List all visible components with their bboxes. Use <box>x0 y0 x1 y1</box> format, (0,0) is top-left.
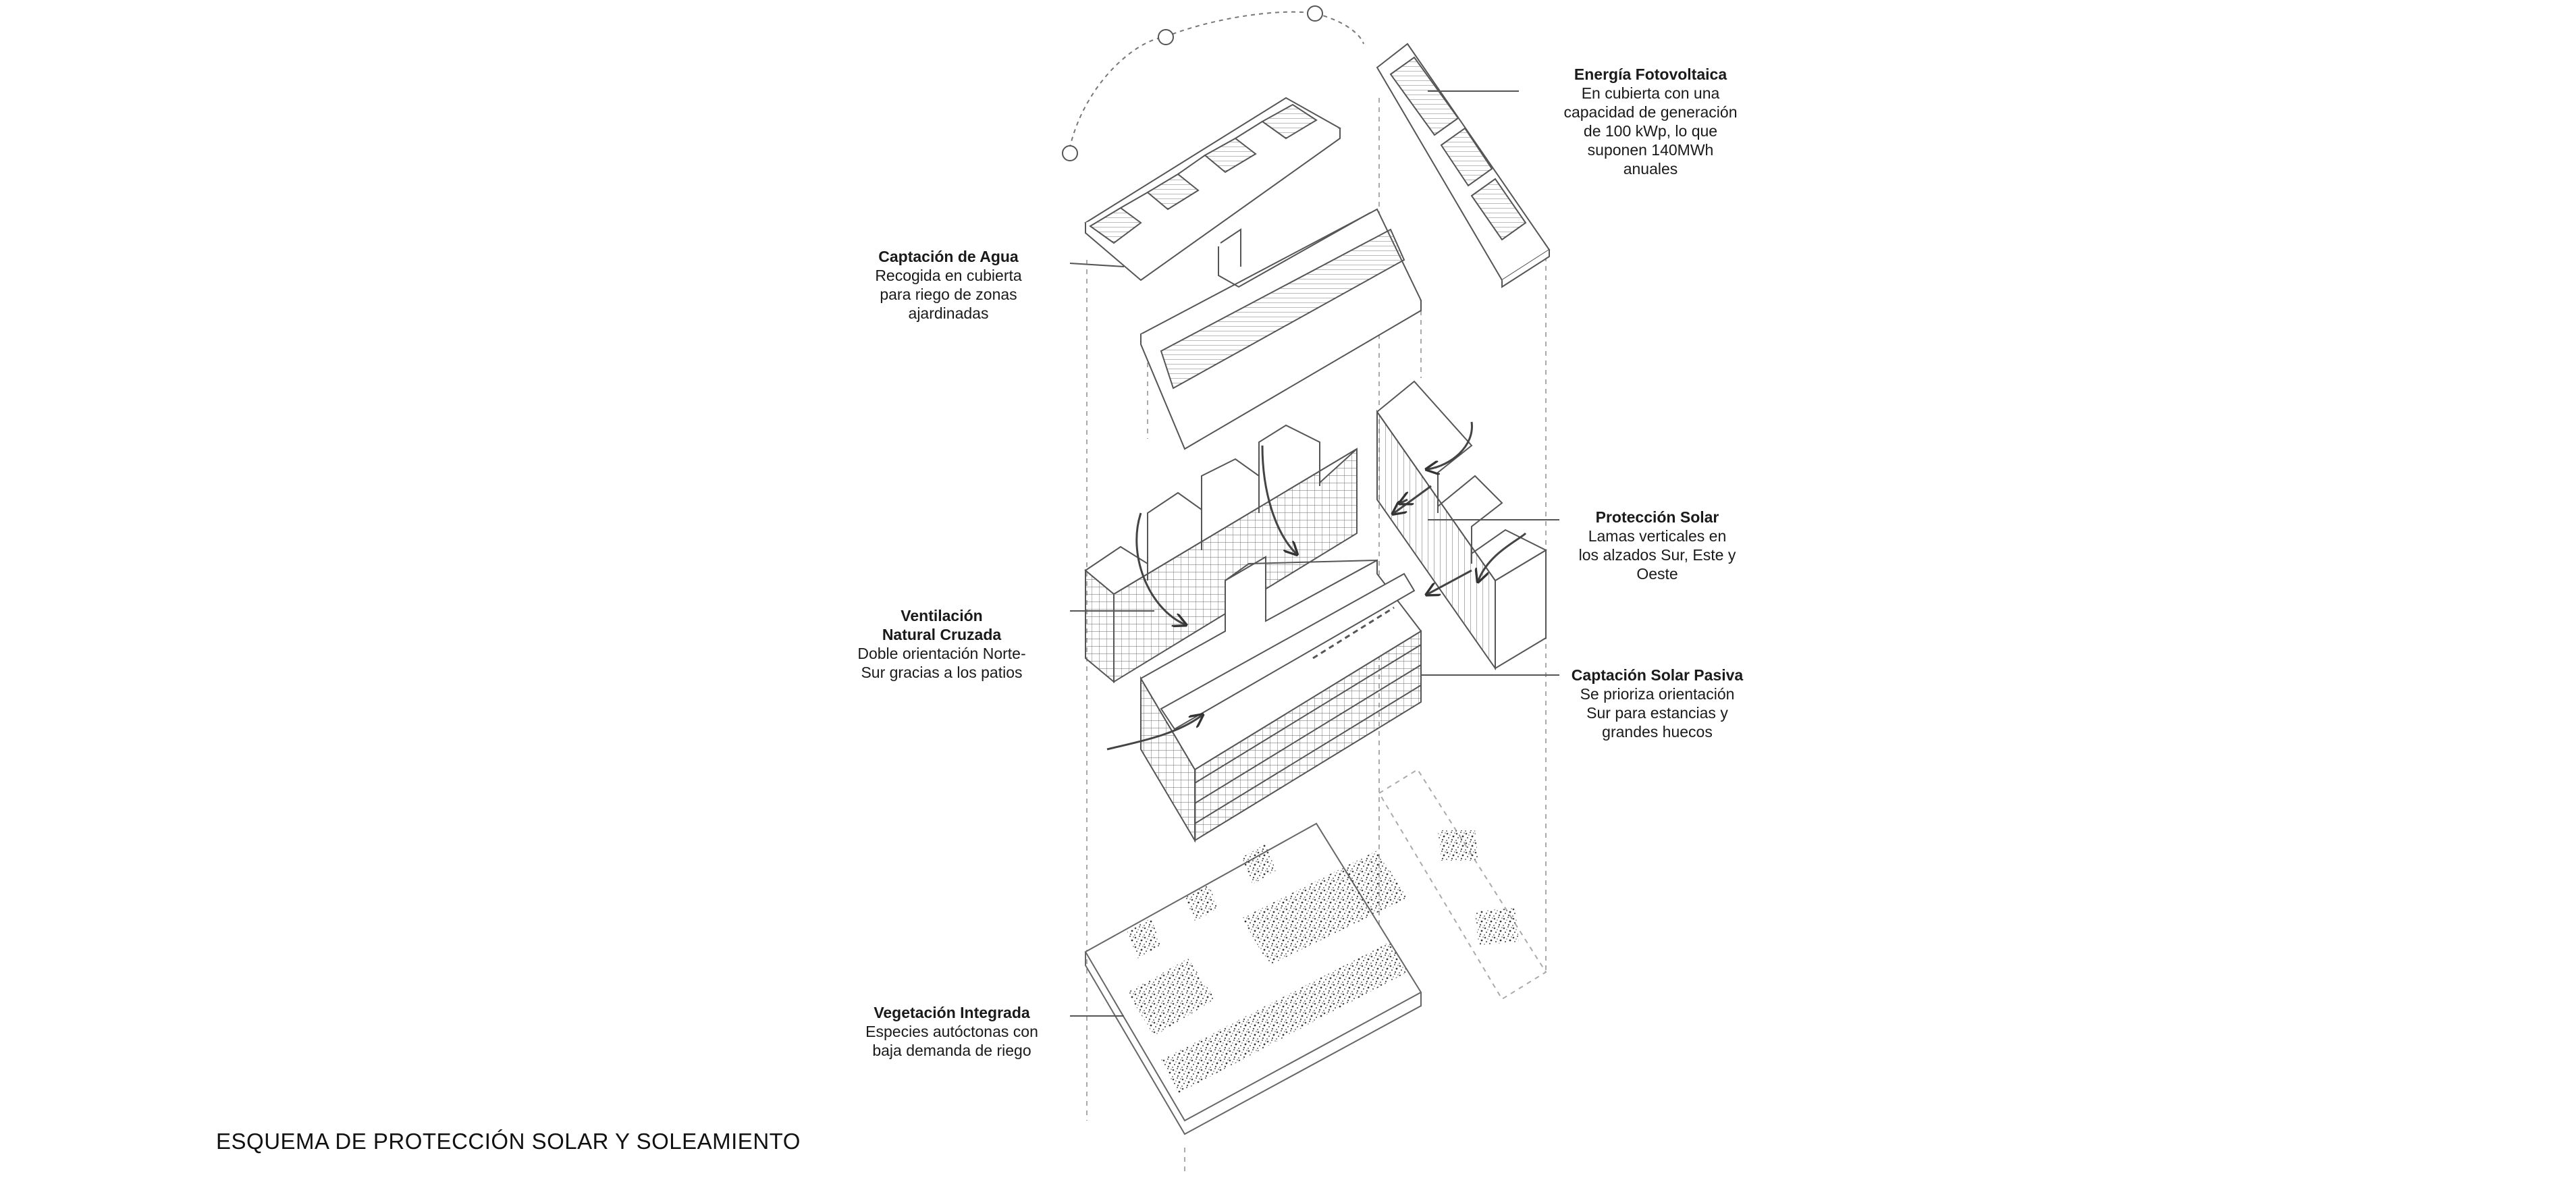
sun-position-icon <box>1307 5 1323 22</box>
leader-lines <box>1069 90 1559 1017</box>
annotation-line: Sur para estancias y <box>1586 704 1728 722</box>
annotation-line: Sur gracias a los patios <box>861 664 1023 681</box>
annotation-line: Lamas verticales en <box>1588 527 1727 545</box>
annotation-captacion-solar-pasiva: Captación Solar Pasiva Se prioriza orien… <box>1559 666 1755 741</box>
building-right <box>1376 380 1548 671</box>
annotation-title: Protección Solar <box>1595 508 1719 526</box>
annotation-proteccion-solar: Protección Solar Lamas verticales en los… <box>1569 508 1745 583</box>
roof-water-slab <box>1084 97 1341 281</box>
annotation-line: Especies autóctonas con <box>865 1023 1038 1040</box>
building-main <box>1139 556 1422 843</box>
annotation-energia-fotovoltaica: Energía Fotovoltaica En cubierta con una… <box>1559 65 1742 178</box>
annotation-title: Energía Fotovoltaica <box>1574 65 1727 83</box>
projection-guides <box>1086 98 1547 1175</box>
airflow-arrows <box>1106 421 1527 751</box>
annotation-line: suponen 140MWh anuales <box>1587 141 1714 178</box>
ground-strip-right <box>1378 768 1547 1000</box>
annotation-line: Doble orientación Norte- <box>857 645 1026 662</box>
pv-strip <box>1376 43 1551 288</box>
diagram-caption: ESQUEMA DE PROTECCIÓN SOLAR Y SOLEAMIENT… <box>216 1129 801 1154</box>
ground-vegetation <box>1084 822 1422 1135</box>
annotation-line: los alzados Sur, Este y <box>1578 546 1736 564</box>
sun-position-icon <box>1158 29 1174 45</box>
sun-position-icon <box>1062 145 1078 161</box>
annotation-vegetacion-integrada: Vegetación Integrada Especies autóctonas… <box>857 1003 1046 1060</box>
annotation-line: Recogida en cubierta <box>875 267 1022 284</box>
annotation-line: ajardinadas <box>908 304 989 322</box>
annotation-captacion-agua: Captación de Agua Recogida en cubierta p… <box>864 247 1033 323</box>
annotation-line: baja demanda de riego <box>872 1042 1031 1059</box>
roof-collection-slab <box>1139 208 1422 450</box>
annotation-title: Captación de Agua <box>878 248 1019 265</box>
annotation-title: Vegetación Integrada <box>874 1004 1030 1021</box>
annotation-line: En cubierta con una <box>1581 84 1720 102</box>
annotation-title: Captación Solar Pasiva <box>1571 666 1744 684</box>
annotation-ventilacion-natural: Ventilación Natural Cruzada Doble orient… <box>851 606 1033 682</box>
annotation-line: de 100 kWp, lo que <box>1583 122 1718 140</box>
annotation-line: Oeste <box>1636 565 1678 583</box>
annotation-line: grandes huecos <box>1602 723 1713 741</box>
annotation-line: capacidad de generación <box>1563 103 1738 121</box>
annotation-title: Ventilación Natural Cruzada <box>882 607 1002 643</box>
annotation-line: Se prioriza orientación <box>1580 685 1735 703</box>
sun-path <box>1062 5 1364 161</box>
ground-strip-vegetation <box>1438 830 1519 945</box>
annotation-line: para riego de zonas <box>880 286 1017 303</box>
